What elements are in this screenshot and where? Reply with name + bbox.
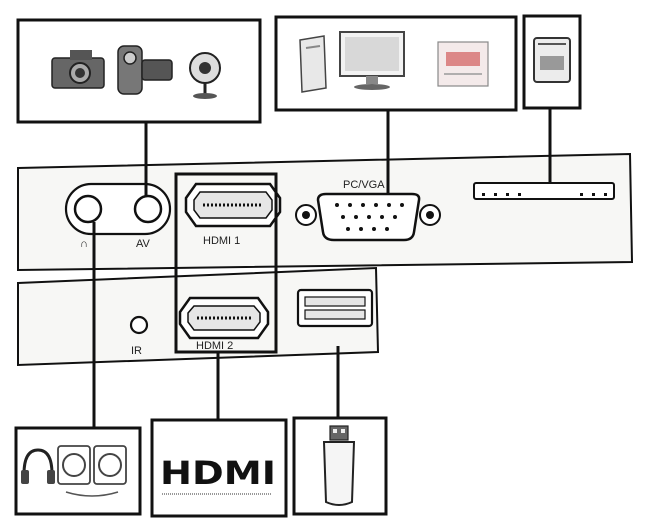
camcorder-icon <box>117 45 173 95</box>
av-jack[interactable] <box>133 194 163 224</box>
hdmi1-port[interactable]: HDMI 1 <box>184 182 282 247</box>
headphones-icon <box>21 448 55 484</box>
usb-port[interactable] <box>296 288 374 328</box>
device-box-pc <box>274 15 518 112</box>
device-box-audio <box>14 426 142 516</box>
upper-panel: ∩ AV HDMI 1 PC/VGA <box>17 152 634 272</box>
camera-icon <box>51 50 105 89</box>
pc-tower-icon <box>299 35 327 93</box>
audio-av-port-group: ∩ AV <box>64 182 172 250</box>
webcam-icon <box>189 52 221 99</box>
monitor-icon <box>339 31 405 90</box>
lower-panel: IR HDMI 2 <box>17 266 380 367</box>
hdmi2-port[interactable]: HDMI 2 <box>178 296 270 352</box>
ir-label: IR <box>131 345 142 357</box>
vga-label: PC/VGA <box>343 179 385 191</box>
headphone-jack[interactable] <box>73 194 103 224</box>
hdmi2-label: HDMI 2 <box>196 340 233 352</box>
box-icon <box>437 41 489 87</box>
device-box-usb <box>292 416 388 516</box>
hard-drive-icon <box>533 37 571 83</box>
ir-sensor: IR <box>129 315 149 357</box>
hdmi-bracket <box>174 172 278 354</box>
device-box-hdmi: HDMI <box>150 418 288 518</box>
device-box-storage <box>522 14 582 110</box>
speakers-icon <box>57 445 127 497</box>
card-slot[interactable] <box>473 182 615 200</box>
headphone-port-label: ∩ <box>80 238 88 250</box>
av-port-label: AV <box>136 238 151 250</box>
usb-stick-icon <box>322 425 356 506</box>
hdmi1-label: HDMI 1 <box>203 235 240 247</box>
vga-port[interactable]: PC/VGA <box>295 179 441 242</box>
device-box-cameras <box>16 18 262 124</box>
hdmi-logo: HDMI <box>160 454 276 492</box>
